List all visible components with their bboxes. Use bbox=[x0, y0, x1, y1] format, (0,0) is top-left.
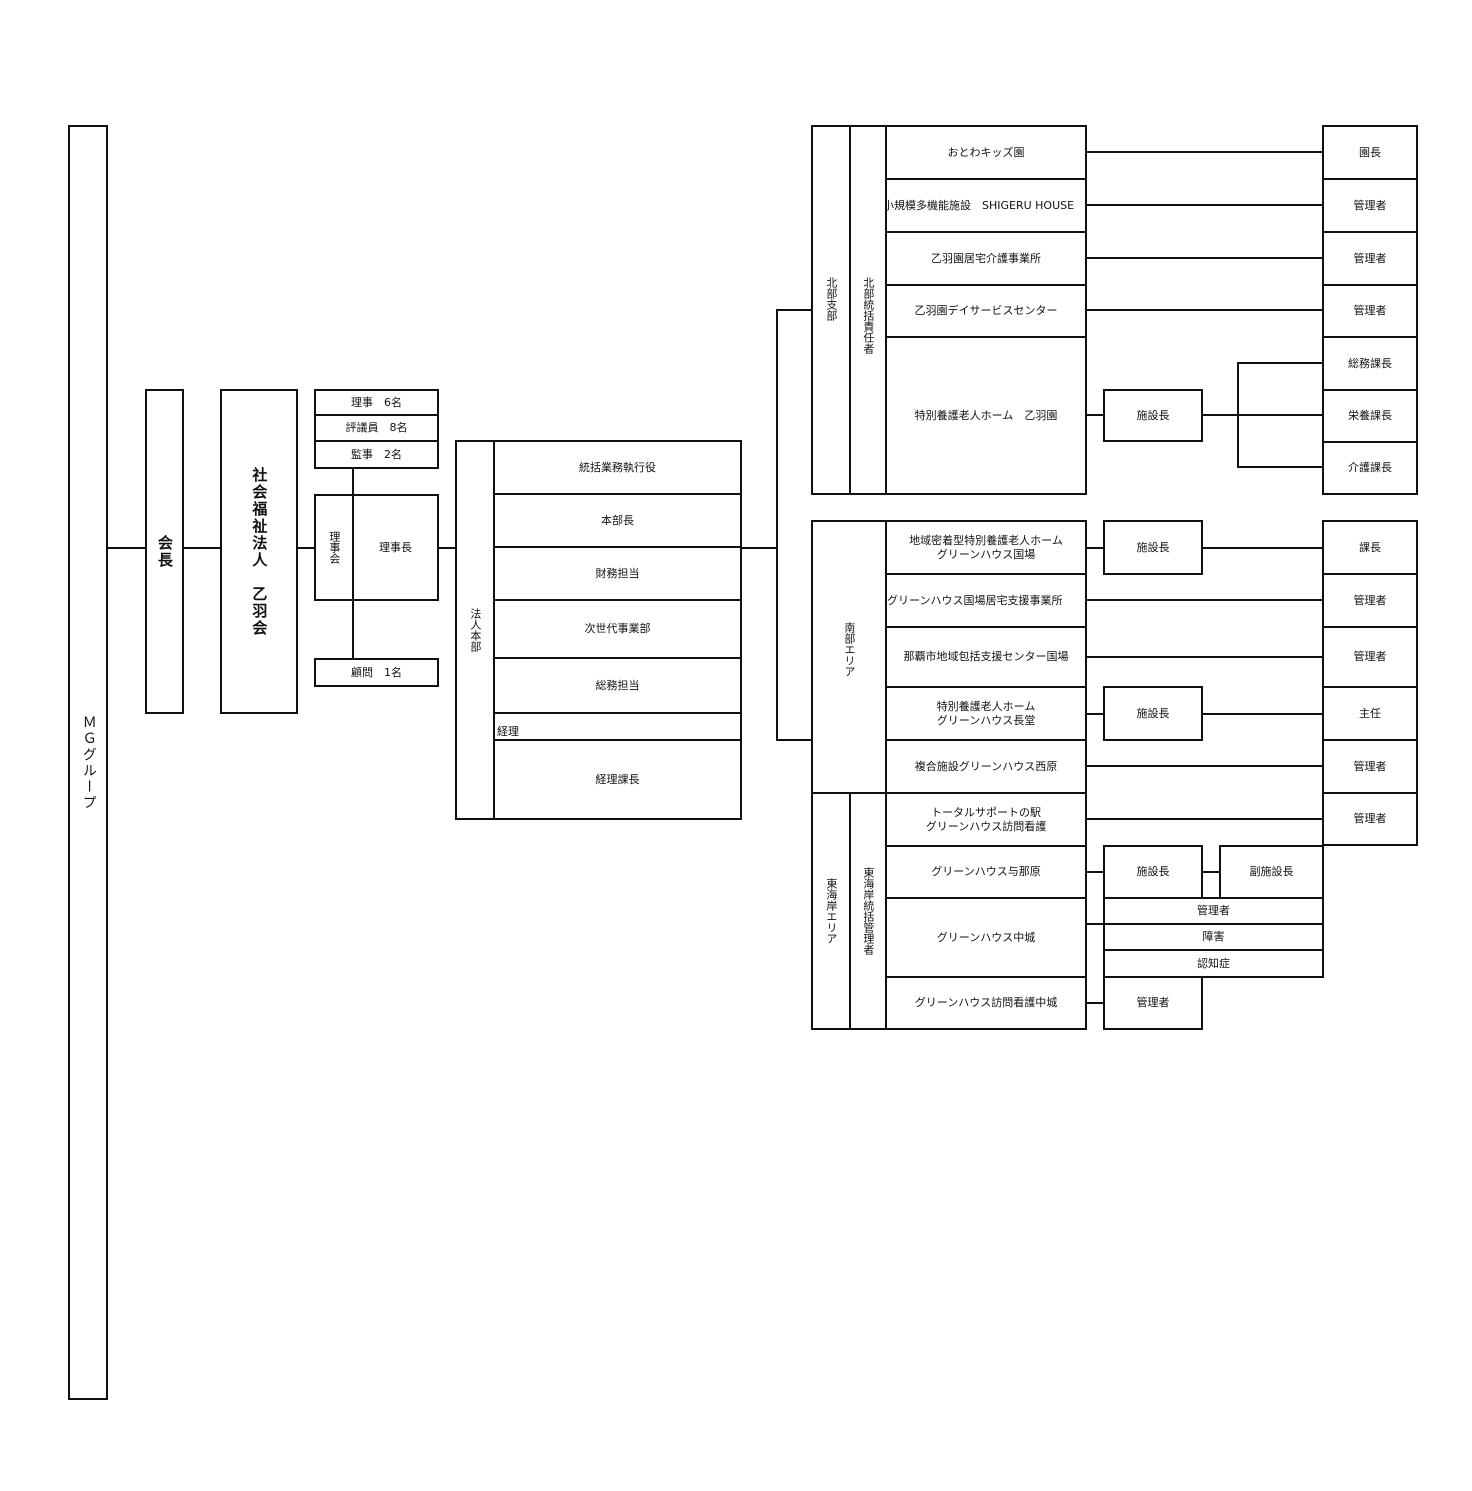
chairman-label: 会長 bbox=[155, 534, 174, 569]
east-visiting-nurse-manager: 管理者 bbox=[1103, 976, 1203, 1030]
line-shigeru bbox=[1086, 204, 1324, 206]
board-head-label: 理事長 bbox=[379, 540, 412, 554]
south-facility-kokuba-support: グリーンハウス国場居宅支援事業所 bbox=[885, 573, 1087, 628]
east-facility-yonabaru: グリーンハウス与那原 bbox=[885, 845, 1087, 899]
north-head-home-care: 管理者 bbox=[1322, 231, 1418, 286]
north-facility-home-care: 乙羽園居宅介護事業所 bbox=[885, 231, 1087, 286]
east-head-total-support: 管理者 bbox=[1322, 792, 1418, 846]
line-naha-center bbox=[1086, 656, 1324, 658]
line-nursing-mid bbox=[1086, 414, 1104, 416]
connector-to-north bbox=[776, 309, 812, 311]
hq-role-accounting-chief: 経理課長 bbox=[493, 739, 742, 820]
line-yonabaru-sub bbox=[1202, 871, 1221, 873]
connector-corp-board bbox=[297, 547, 315, 549]
line-home-care bbox=[1086, 257, 1324, 259]
line-kokuba-head bbox=[1202, 547, 1324, 549]
line-branch-2 bbox=[1237, 414, 1324, 416]
board-group-box: 理事会 bbox=[314, 494, 354, 601]
connector-group-chairman bbox=[107, 547, 146, 549]
line-total-support bbox=[1086, 818, 1324, 820]
board-group-label: 理事会 bbox=[327, 531, 341, 564]
north-facility-day-service: 乙羽園デイサービスセンター bbox=[885, 284, 1087, 338]
north-nursing-director: 施設長 bbox=[1103, 389, 1203, 442]
north-head-shigeru: 管理者 bbox=[1322, 178, 1418, 233]
north-facility-kids: おとわキッズ園 bbox=[885, 125, 1087, 180]
connector-hq-areas bbox=[741, 547, 778, 549]
connector-chairman-corp bbox=[183, 547, 221, 549]
south-area-box: 南部エリア bbox=[811, 520, 887, 794]
line-kokuba-support bbox=[1086, 599, 1324, 601]
east-area-box: 東海岸エリア bbox=[811, 792, 851, 1030]
board-member-councilors: 評議員 8名 bbox=[314, 414, 439, 442]
hq-role-executive: 統括業務執行役 bbox=[493, 440, 742, 495]
south-kokuba-director: 施設長 bbox=[1103, 520, 1203, 575]
east-facility-visiting-nurse-nakagusuku: グリーンハウス訪問看護中城 bbox=[885, 976, 1087, 1030]
east-nakagusuku-disability: 障害 bbox=[1103, 923, 1324, 951]
line-branch-3 bbox=[1237, 466, 1324, 468]
south-facility-kokuba: 地域密着型特別養護老人ホーム グリーンハウス国場 bbox=[885, 520, 1087, 575]
hq-role-accounting: 経理 bbox=[493, 712, 742, 741]
line-visiting-nurse bbox=[1086, 1002, 1104, 1004]
mg-group-box: ＭＧグループ bbox=[68, 125, 108, 1400]
east-yonabaru-deputy: 副施設長 bbox=[1219, 845, 1324, 899]
mg-group-label: ＭＧグループ bbox=[80, 714, 97, 811]
south-facility-naha-center: 那覇市地域包括支援センター国場 bbox=[885, 626, 1087, 688]
line-nagado-head bbox=[1202, 713, 1324, 715]
north-facility-shigeru: 小規模多機能施設 SHIGERU HOUSE bbox=[885, 178, 1087, 233]
hq-role-general-affairs: 総務担当 bbox=[493, 657, 742, 714]
north-head-general-affairs: 総務課長 bbox=[1322, 336, 1418, 391]
south-head-kokuba: 課長 bbox=[1322, 520, 1418, 575]
east-nakagusuku-manager: 管理者 bbox=[1103, 897, 1324, 925]
connector-areas-vertical bbox=[776, 309, 778, 741]
line-day-service bbox=[1086, 309, 1324, 311]
east-nakagusuku-dementia: 認知症 bbox=[1103, 949, 1324, 978]
north-facility-nursing-home: 特別養護老人ホーム 乙羽園 bbox=[885, 336, 1087, 495]
line-branch-1 bbox=[1237, 362, 1324, 364]
north-branch-box: 北部支部 bbox=[811, 125, 851, 495]
east-facility-total-support: トータルサポートの駅 グリーンハウス訪問看護 bbox=[885, 792, 1087, 847]
line-kokuba-mid bbox=[1086, 547, 1104, 549]
line-director-branch bbox=[1202, 414, 1239, 416]
corporation-label: 社会福祉法人 乙羽会 bbox=[250, 466, 269, 637]
headquarters-label-box: 法人本部 bbox=[455, 440, 495, 820]
south-facility-nagado: 特別養護老人ホーム グリーンハウス長堂 bbox=[885, 686, 1087, 741]
chairman-box: 会長 bbox=[145, 389, 184, 714]
hq-role-hq-director: 本部長 bbox=[493, 493, 742, 548]
corporation-box: 社会福祉法人 乙羽会 bbox=[220, 389, 298, 714]
south-facility-nishihara: 複合施設グリーンハウス西原 bbox=[885, 739, 1087, 794]
board-member-directors: 理事 6名 bbox=[314, 389, 439, 416]
board-member-auditors: 監事 2名 bbox=[314, 440, 439, 469]
east-manager-box: 東海岸統括管理者 bbox=[849, 792, 887, 1030]
north-head-day-service: 管理者 bbox=[1322, 284, 1418, 338]
line-nagado-mid bbox=[1086, 713, 1104, 715]
south-head-nishihara: 管理者 bbox=[1322, 739, 1418, 794]
hq-role-finance: 財務担当 bbox=[493, 546, 742, 601]
line-nakagusuku bbox=[1086, 923, 1104, 925]
south-head-naha-center: 管理者 bbox=[1322, 626, 1418, 688]
north-head-kids: 園長 bbox=[1322, 125, 1418, 180]
line-yonabaru-mid bbox=[1086, 871, 1104, 873]
north-head-nutrition: 栄養課長 bbox=[1322, 389, 1418, 443]
connector-to-south-east bbox=[776, 739, 812, 741]
advisor-box: 顧問 1名 bbox=[314, 658, 439, 687]
east-yonabaru-director: 施設長 bbox=[1103, 845, 1203, 899]
connector-board-hq bbox=[438, 547, 456, 549]
line-nishihara bbox=[1086, 765, 1324, 767]
north-head-care: 介護課長 bbox=[1322, 441, 1418, 495]
south-nagado-director: 施設長 bbox=[1103, 686, 1203, 741]
east-facility-nakagusuku: グリーンハウス中城 bbox=[885, 897, 1087, 978]
line-kids bbox=[1086, 151, 1324, 153]
board-head-box: 理事長 bbox=[352, 494, 439, 601]
south-head-kokuba-support: 管理者 bbox=[1322, 573, 1418, 628]
south-head-nagado: 主任 bbox=[1322, 686, 1418, 741]
north-manager-box: 北部統括責任者 bbox=[849, 125, 887, 495]
hq-role-next-gen: 次世代事業部 bbox=[493, 599, 742, 659]
